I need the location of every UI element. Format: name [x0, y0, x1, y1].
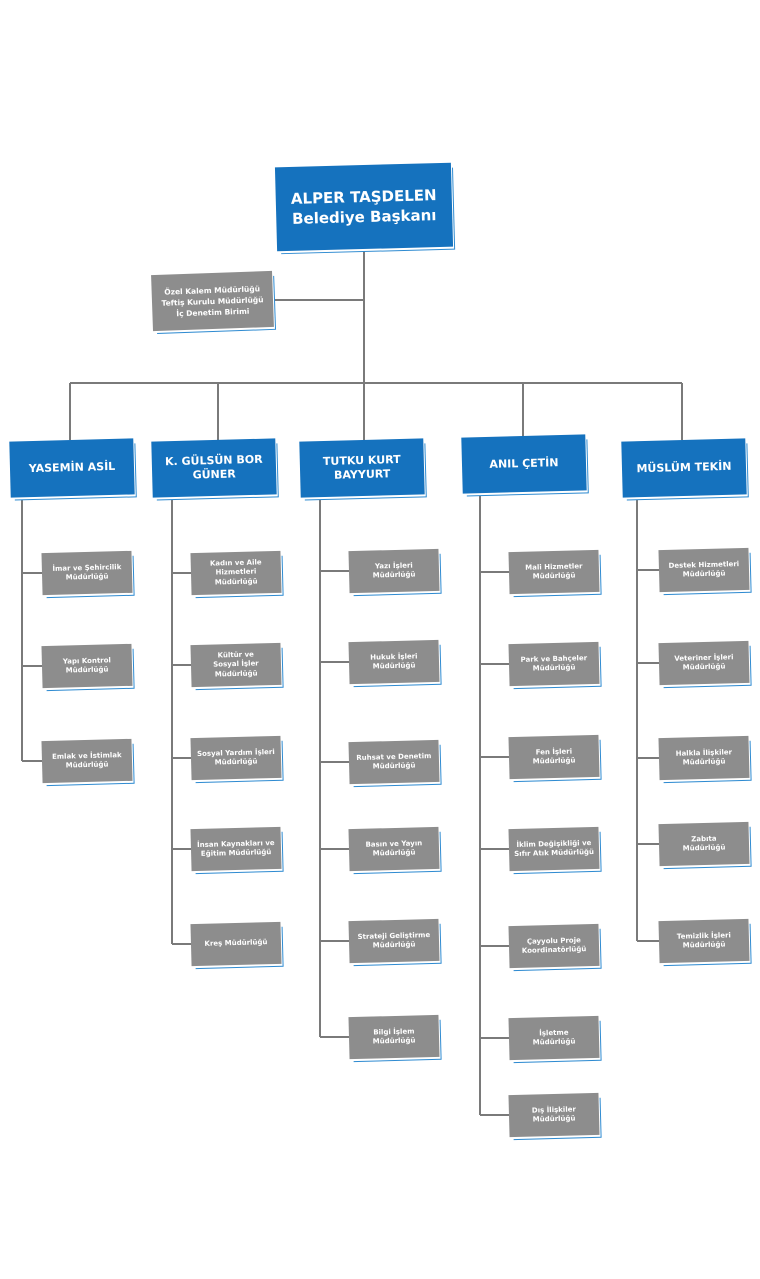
department-label: Müdürlüğü [372, 940, 416, 950]
deputy-name: K. GÜLSÜN BOR GÜNER [164, 452, 263, 482]
department-label: Koordinatörlüğü [521, 945, 587, 955]
department-label: Müdürlüğü [532, 1037, 576, 1047]
deputy-name: ANIL ÇETİN [489, 456, 559, 471]
department-box[interactable]: Kreş Müdürlüğü [190, 921, 282, 967]
department-label: Müdürlüğü [65, 760, 109, 770]
deputy-name: YASEMİN ASİL [28, 459, 116, 476]
department-label: Müdürlüğü [682, 940, 726, 950]
department-label: Müdürlüğü [372, 848, 416, 858]
department-label: Müdürlüğü [532, 1114, 576, 1124]
department-label: Müdürlüğü [65, 665, 109, 675]
department-label: Müdürlüğü [214, 669, 258, 679]
deputy-name: MÜSLÜM TEKİN [636, 459, 732, 476]
department-label: Kreş Müdürlüğü [204, 938, 268, 949]
department-label: Sıfır Atık Müdürlüğü [514, 847, 595, 859]
department-label: Müdürlüğü [372, 761, 416, 771]
mayor-box[interactable]: ALPER TAŞDELEN Belediye Başkanı [274, 162, 454, 252]
department-label: Müdürlüğü [532, 571, 576, 581]
deputy-box[interactable]: K. GÜLSÜN BOR GÜNER [151, 438, 277, 498]
department-label: Müdürlüğü [372, 1036, 416, 1046]
department-label: Müdürlüğü [372, 661, 416, 671]
deputy-name: TUTKU KURT BAYYURT [322, 452, 401, 482]
department-label: Müdürlüğü [682, 569, 726, 579]
mayor-title: Belediye Başkanı [291, 206, 437, 228]
department-label: Müdürlüğü [682, 662, 726, 672]
department-label: Müdürlüğü [682, 757, 726, 767]
department-label: Müdürlüğü [65, 572, 109, 582]
department-label: Müdürlüğü [372, 570, 416, 580]
deputy-box[interactable]: MÜSLÜM TEKİN [621, 438, 747, 498]
deputy-box[interactable]: ANIL ÇETİN [461, 434, 587, 494]
department-label: Müdürlüğü [532, 663, 576, 673]
staff-units-box[interactable]: Özel Kalem Müdürlüğü Teftiş Kurulu Müdür… [151, 270, 274, 332]
deputy-box[interactable]: TUTKU KURT BAYYURT [299, 438, 425, 498]
department-label: Müdürlüğü [682, 843, 726, 853]
deputy-box[interactable]: YASEMİN ASİL [9, 438, 135, 498]
department-label: Eğitim Müdürlüğü [200, 848, 272, 858]
department-label: Müdürlüğü [214, 577, 258, 587]
department-label: Müdürlüğü [532, 756, 576, 766]
